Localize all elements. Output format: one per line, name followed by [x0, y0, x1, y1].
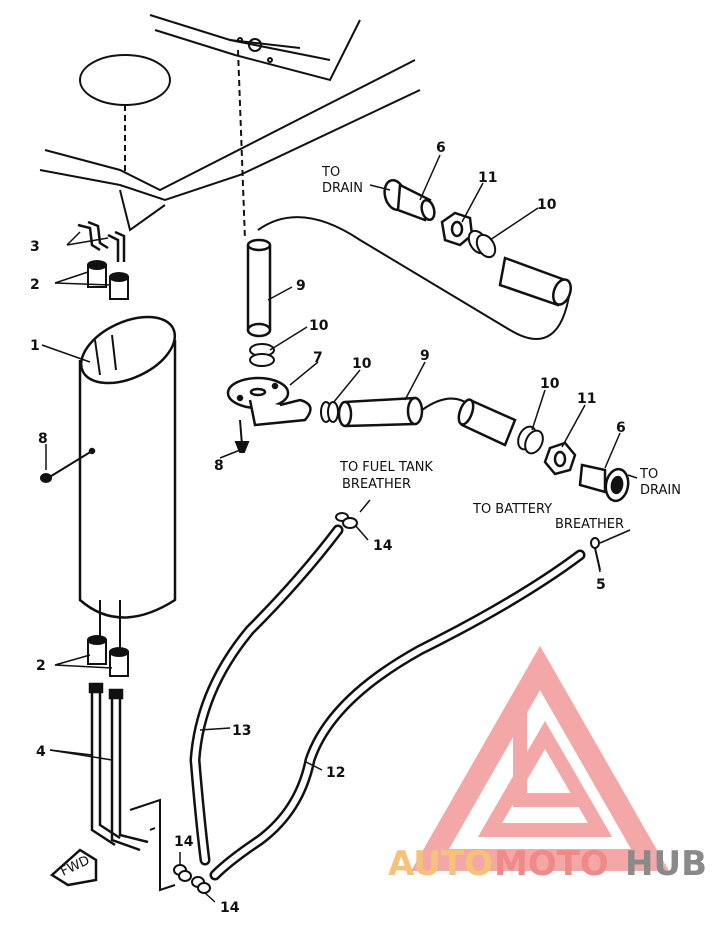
note-fuel-tank-line2: BREATHER [342, 477, 411, 492]
callout-8-center: 8 [214, 458, 224, 474]
watermark-hub: HUB [625, 844, 707, 884]
part-10-clamp-c [517, 425, 544, 455]
part-1-canister [78, 315, 177, 619]
callout-14-bottom-a: 14 [174, 834, 194, 850]
leader-lines [41, 154, 638, 903]
callout-8-left: 8 [38, 431, 48, 447]
watermark-text: AUTO MOTO HUB [388, 844, 707, 884]
dashed-guide-2 [237, 49, 246, 241]
part-8-bolt-center [234, 419, 250, 453]
part-2-grommets-bottom [87, 600, 129, 677]
part-14-fitting-top [335, 512, 358, 529]
part-11-nut-top [440, 211, 474, 247]
callout-11-right: 11 [577, 391, 596, 407]
callout-4: 4 [36, 744, 46, 760]
part-11-nut-right [543, 441, 577, 476]
part-6-fitting-right [578, 463, 630, 503]
part-3-pipes [77, 220, 126, 262]
watermark-auto: AUTO [388, 844, 493, 884]
callout-10-top: 10 [537, 197, 557, 213]
part-14-fitting-bottom-b [191, 876, 211, 894]
callout-10-left: 10 [309, 318, 329, 334]
fwd-arrow: FWD [49, 848, 98, 887]
callout-numbers: 3 2 1 8 2 4 6 11 10 9 10 7 10 9 10 11 6 … [30, 140, 626, 916]
part-8-bolt-left [40, 450, 93, 483]
watermark-logo [411, 645, 669, 871]
part-10-clamp-b [320, 401, 339, 423]
part-10-clamp-top [467, 229, 497, 259]
callout-6-right: 6 [616, 420, 626, 436]
hose-loop-top [257, 216, 571, 340]
upper-right-hose [498, 256, 572, 307]
callout-1: 1 [30, 338, 40, 354]
callout-11-top: 11 [478, 170, 497, 186]
part-9-pipe-vertical [246, 238, 272, 338]
part-4-pipes [88, 682, 149, 852]
callout-13: 13 [232, 723, 251, 739]
part-10-clamp-a [249, 343, 275, 367]
part-14-fitting-bottom-a [173, 864, 192, 882]
notes: TO DRAIN TO DRAIN TO FUEL TANK BREATHER … [321, 165, 681, 532]
callout-5: 5 [596, 577, 606, 593]
part-13-hose [189, 524, 344, 866]
note-battery-line2: BREATHER [555, 517, 624, 532]
callout-14-bottom-b: 14 [220, 900, 240, 916]
callout-9-top: 9 [296, 278, 306, 294]
watermark-moto: MOTO [494, 844, 609, 884]
note-to-drain-top-line1: TO [321, 165, 340, 180]
callout-7: 7 [313, 350, 323, 366]
lower-bracket [129, 798, 176, 892]
callout-14-top: 14 [373, 538, 393, 554]
callout-10-mid: 10 [352, 356, 372, 372]
note-to-drain-top-line2: DRAIN [322, 181, 363, 196]
callout-10-right: 10 [540, 376, 560, 392]
callout-2-bottom: 2 [36, 658, 46, 674]
note-to-drain-right-line1: TO [639, 467, 658, 482]
callout-12: 12 [326, 765, 345, 781]
part-6-fitting-top [383, 179, 436, 222]
callout-2-top: 2 [30, 277, 40, 293]
part-2-grommets-top [87, 260, 129, 300]
frame-hole [79, 54, 171, 106]
callout-6-top: 6 [436, 140, 446, 156]
lower-right-hose [457, 398, 517, 447]
part-9-pipe-horizontal [337, 396, 424, 428]
note-to-drain-right-line2: DRAIN [640, 483, 681, 498]
chassis-frame [39, 14, 421, 232]
part-7-plate [226, 376, 312, 427]
callout-9-mid: 9 [420, 348, 430, 364]
note-fuel-tank-line1: TO FUEL TANK [339, 460, 433, 475]
callout-3: 3 [30, 239, 40, 255]
note-battery-line1: TO BATTERY [472, 502, 552, 517]
